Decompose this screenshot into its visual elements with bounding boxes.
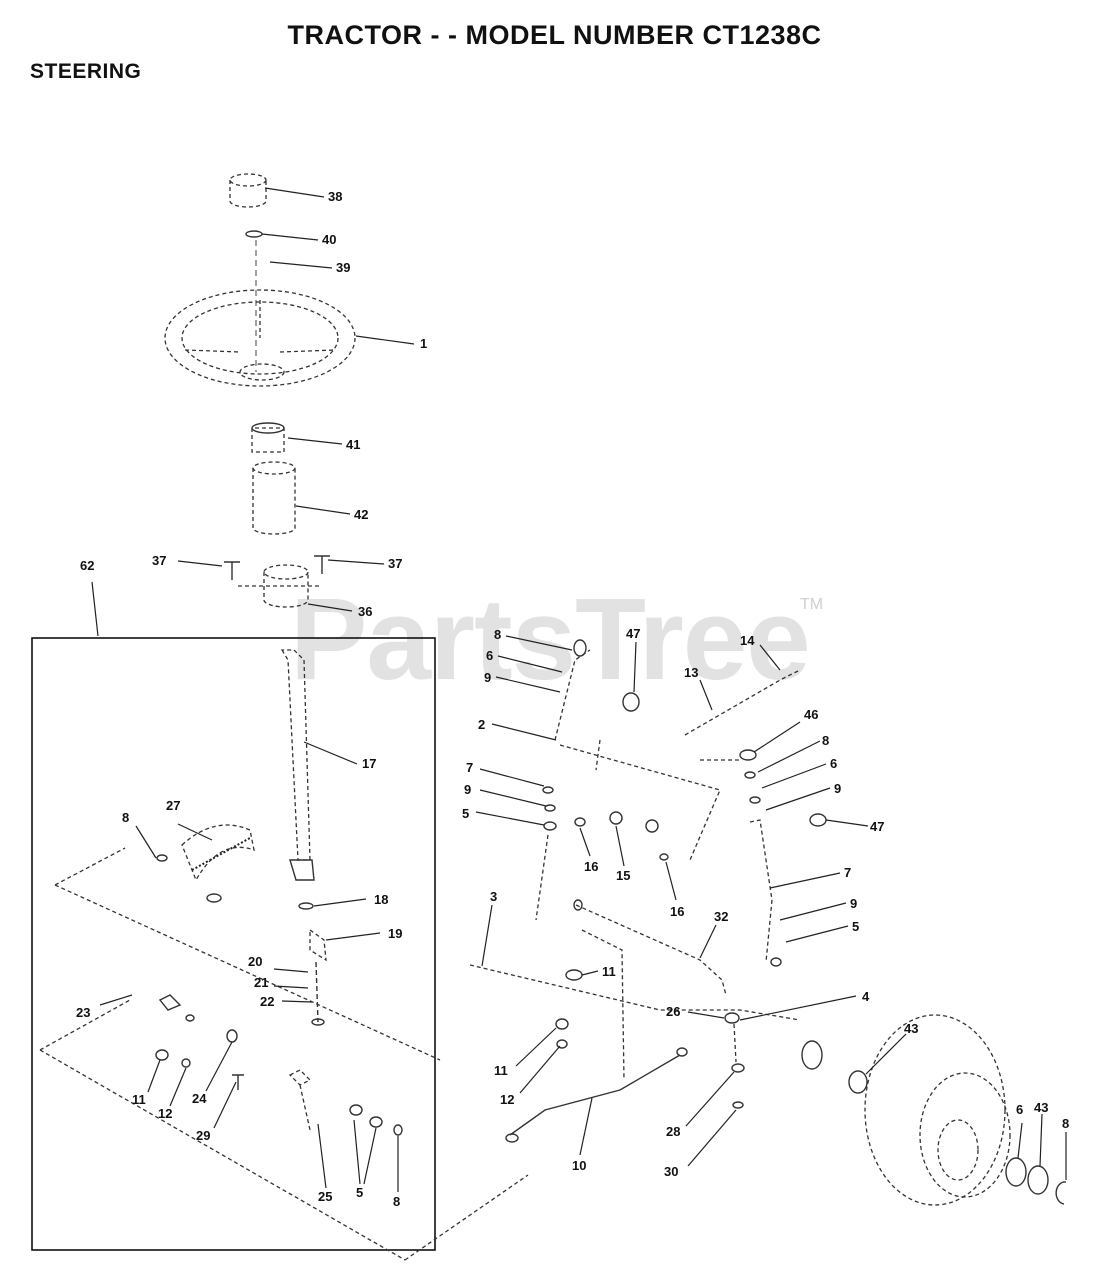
callout-23: 23 (76, 1005, 90, 1020)
callout-16-left: 16 (584, 859, 598, 874)
callout-46: 46 (804, 707, 818, 722)
callout-40: 40 (322, 232, 336, 247)
callout-6-right: 6 (830, 756, 837, 771)
callout-5-left: 5 (462, 806, 469, 821)
callout-3: 3 (490, 889, 497, 904)
callout-9-right-top: 9 (834, 781, 841, 796)
callout-10: 10 (572, 1158, 586, 1173)
callout-11-axle: 11 (602, 964, 616, 979)
callout-17: 17 (362, 756, 376, 771)
callout-19: 19 (388, 926, 402, 941)
watermark: PartsTree (290, 574, 811, 704)
callout-1: 1 (420, 336, 427, 351)
callout-4: 4 (862, 989, 870, 1004)
callout-28: 28 (666, 1124, 680, 1139)
callout-22: 22 (260, 994, 274, 1009)
callout-39: 39 (336, 260, 350, 275)
callout-24: 24 (192, 1091, 207, 1106)
callout-41: 41 (346, 437, 360, 452)
callout-9-knuckle-left-top: 9 (484, 670, 491, 685)
callout-18: 18 (374, 892, 388, 907)
page-title: TRACTOR - - MODEL NUMBER CT1238C (287, 20, 822, 50)
callout-36: 36 (358, 604, 372, 619)
callout-62: 62 (80, 558, 94, 573)
callout-29: 29 (196, 1128, 210, 1143)
callout-37-left: 37 (152, 553, 166, 568)
callout-32: 32 (714, 909, 728, 924)
callout-12-inset: 12 (158, 1106, 172, 1121)
callout-11-lower: 11 (494, 1063, 508, 1078)
callout-38: 38 (328, 189, 342, 204)
part-drawings (39, 173, 1067, 1261)
callout-37-right: 37 (388, 556, 402, 571)
callout-8-inset: 8 (393, 1194, 400, 1209)
callout-27: 27 (166, 798, 180, 813)
section-title: STEERING (30, 60, 142, 83)
watermark-trademark: TM (800, 596, 824, 613)
callout-5-right: 5 (852, 919, 859, 934)
callout-47-right: 47 (870, 819, 884, 834)
callout-11-inset: 11 (132, 1092, 146, 1107)
callout-labels: 38 40 39 1 41 42 37 37 36 62 17 27 8 18 … (76, 189, 1069, 1209)
callout-42: 42 (354, 507, 368, 522)
callout-6-knuckle-left: 6 (486, 648, 493, 663)
callout-30: 30 (664, 1164, 678, 1179)
callout-12-lower: 12 (500, 1092, 514, 1107)
callout-13: 13 (684, 665, 698, 680)
callout-5-inset: 5 (356, 1185, 363, 1200)
callout-7-left: 7 (466, 760, 473, 775)
callout-9-left: 9 (464, 782, 471, 797)
callout-8-right: 8 (822, 733, 829, 748)
callout-8-knuckle-left: 8 (494, 627, 501, 642)
callout-2: 2 (478, 717, 485, 732)
callout-43-wheel: 43 (1034, 1100, 1048, 1115)
callout-47-left: 47 (626, 626, 640, 641)
callout-21: 21 (254, 975, 268, 990)
callout-20: 20 (248, 954, 262, 969)
leader-lines (91, 187, 1067, 1192)
callout-7-right: 7 (844, 865, 851, 880)
callout-43-hub: 43 (904, 1021, 918, 1036)
callout-8-wheel: 8 (1062, 1116, 1069, 1131)
inset-box (31, 637, 436, 1251)
callout-14: 14 (740, 633, 755, 648)
callout-25: 25 (318, 1189, 332, 1204)
callout-6-wheel: 6 (1016, 1102, 1023, 1117)
callout-9-right: 9 (850, 896, 857, 911)
callout-16-right: 16 (670, 904, 684, 919)
callout-15: 15 (616, 868, 630, 883)
callout-8-gear: 8 (122, 810, 129, 825)
callout-26: 26 (666, 1004, 680, 1019)
